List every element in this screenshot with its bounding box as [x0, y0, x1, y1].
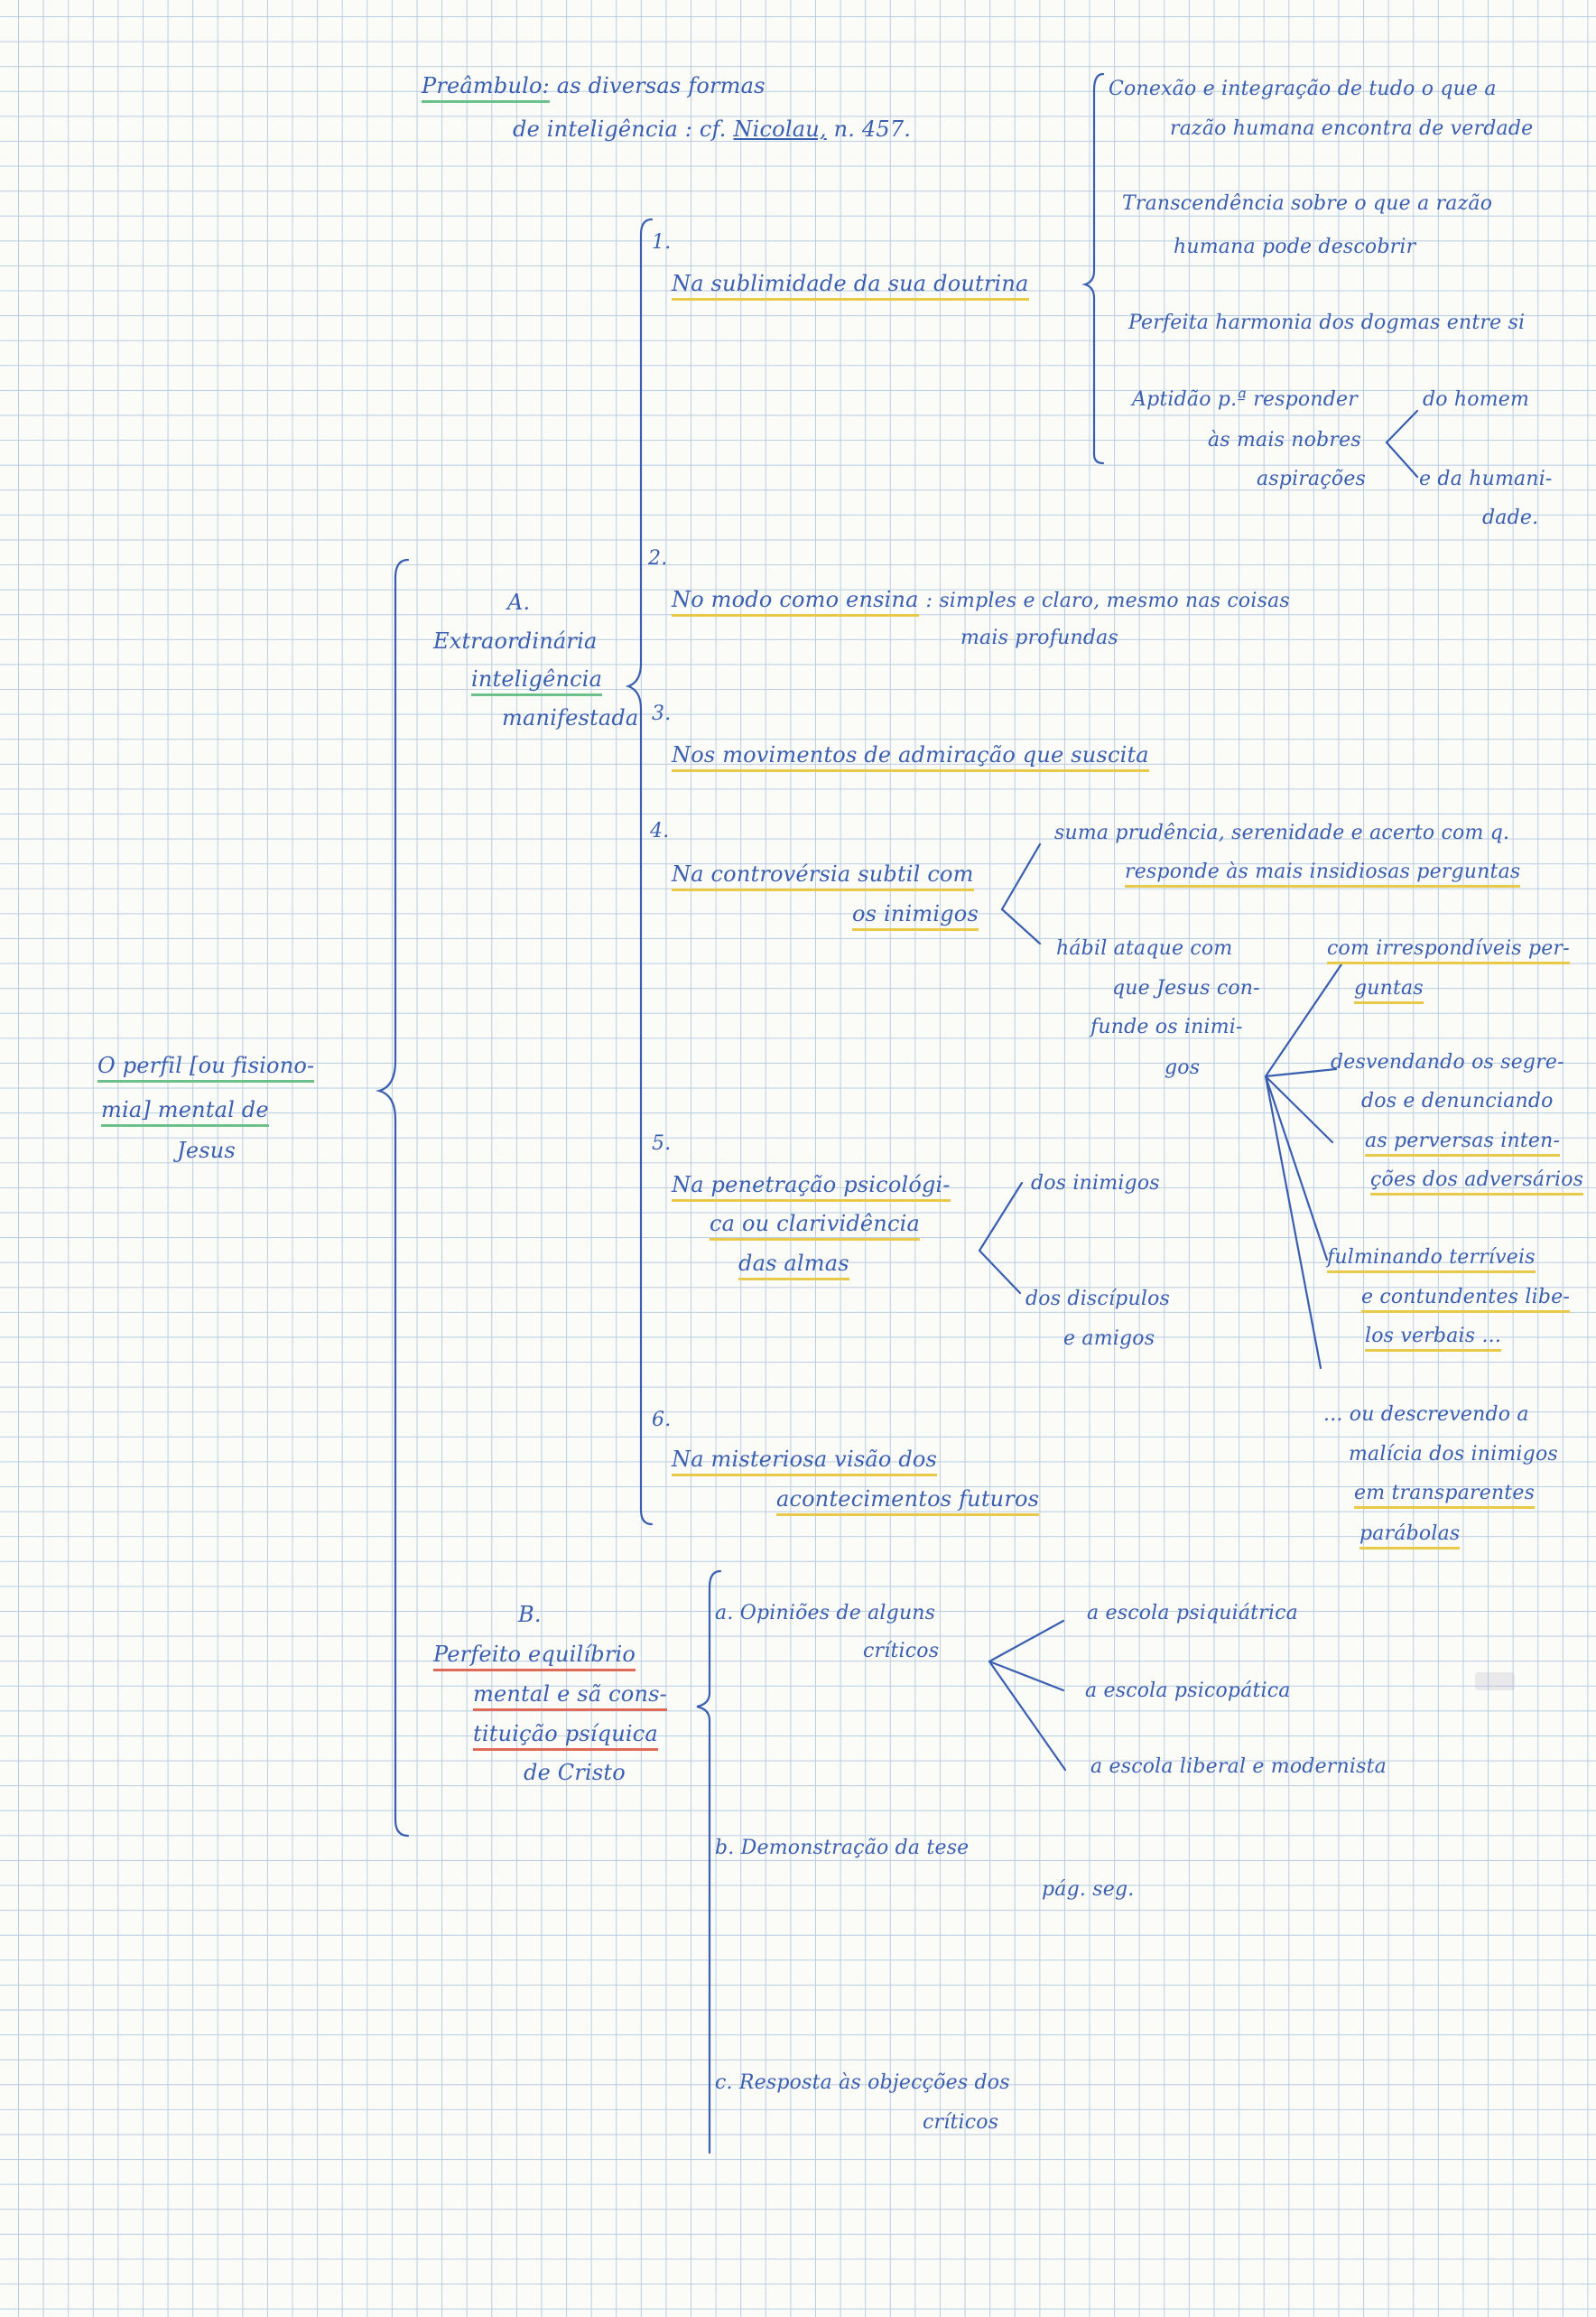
- root-line3: Jesus: [177, 1138, 236, 1163]
- school-2: a escola psicopática: [1085, 1680, 1291, 1702]
- item-1-num: 1.: [652, 231, 672, 254]
- attack-line2: que Jesus con-: [1112, 977, 1260, 1000]
- preamble-text2b: n. 457.: [833, 116, 912, 142]
- attack-line4: gos: [1165, 1056, 1201, 1079]
- section-b-line1: Perfeito equilíbrio: [433, 1642, 636, 1671]
- doctrine-point-1-line1: Conexão e integração de tudo o que a: [1109, 78, 1497, 100]
- method-2-line1: desvendando os segre-: [1331, 1051, 1564, 1074]
- section-a-letter: A.: [507, 590, 531, 615]
- aspirations-split: [1385, 409, 1419, 479]
- prudence-line2: responde às mais insidiosas perguntas: [1125, 861, 1521, 888]
- item-1-text: Na sublimidade da sua doutrina: [672, 271, 1029, 301]
- doctrine-brace: [1081, 72, 1105, 465]
- controversy-split: [1000, 842, 1042, 945]
- section-b-line3: tituição psíquica: [473, 1721, 658, 1751]
- item-3-num: 3.: [652, 703, 672, 725]
- method-4-line1: ... ou descrevendo a: [1323, 1403, 1529, 1426]
- doctrine-point-1-line2: razão humana encontra de verdade: [1170, 117, 1534, 140]
- item-5-line1: Na penetração psicológi-: [672, 1172, 951, 1202]
- attack-line1: hábil ataque com: [1056, 937, 1233, 960]
- attack-line3: funde os inimi-: [1090, 1016, 1243, 1038]
- root-line2: mia] mental de: [101, 1097, 269, 1127]
- item-2-text: No modo como ensina : simples e claro, m…: [672, 587, 1290, 617]
- penetration-split: [978, 1181, 1024, 1295]
- preamble-text2a: de inteligência : cf.: [513, 116, 727, 142]
- b-item-a-line2: críticos: [863, 1640, 940, 1662]
- penetration-branch2b: e amigos: [1063, 1327, 1155, 1350]
- doctrine-point-3: Perfeita harmonia dos dogmas entre si: [1128, 312, 1526, 334]
- item-6-line1: Na misteriosa visão dos: [672, 1447, 938, 1476]
- attack-rays: [1264, 963, 1343, 1370]
- item-6-line2: acontecimentos futuros: [776, 1486, 1040, 1516]
- preamble: Preâmbulo: as diversas formas: [422, 73, 766, 103]
- doctrine-point-2-line1: Transcendência sobre o que a razão: [1122, 192, 1493, 215]
- section-b-line2: mental e sã cons-: [473, 1681, 667, 1711]
- method-4-line2: malícia dos inimigos: [1349, 1443, 1558, 1466]
- item-2-num: 2.: [648, 547, 668, 570]
- section-a-brace: [625, 218, 654, 1526]
- aptidao-branch2a: e da humani-: [1419, 468, 1553, 490]
- b-item-b-ref: pág. seg.: [1042, 1878, 1135, 1901]
- section-b-letter: B.: [518, 1602, 542, 1627]
- schools-rays: [988, 1619, 1067, 1772]
- root-brace: [375, 558, 410, 1838]
- b-item-c-line2: críticos: [923, 2111, 999, 2134]
- section-a-line2: inteligência: [471, 666, 603, 696]
- aptidao-line3: aspirações: [1257, 468, 1367, 490]
- method-4-line4: parábolas: [1359, 1522, 1461, 1549]
- method-3-line2: e contundentes libe-: [1361, 1286, 1570, 1313]
- aptidao-branch1: do homem: [1423, 388, 1530, 411]
- section-b-brace: [696, 1569, 722, 2154]
- preamble-source: Nicolau,: [733, 116, 827, 142]
- item-5-num: 5.: [652, 1132, 672, 1155]
- item-4-num: 4.: [650, 820, 670, 842]
- item-4-line1: Na controvérsia subtil com: [672, 861, 974, 891]
- faint-stamp-mark: [1475, 1672, 1515, 1690]
- aptidao-branch2b: dade.: [1482, 507, 1539, 529]
- method-3-line3: los verbais ...: [1365, 1325, 1502, 1352]
- prudence-line1: suma prudência, serenidade e acerto com …: [1054, 822, 1510, 844]
- item-6-num: 6.: [652, 1409, 672, 1431]
- school-3: a escola liberal e modernista: [1090, 1755, 1387, 1778]
- section-a-line3: manifestada: [502, 705, 639, 730]
- item-2-detail2: mais profundas: [960, 627, 1118, 649]
- doctrine-point-2-line2: humana pode descobrir: [1174, 236, 1416, 258]
- penetration-branch1: dos inimigos: [1031, 1172, 1160, 1195]
- preamble-line2: de inteligência : cf. Nicolau, n. 457.: [513, 118, 911, 140]
- item-4-line2: os inimigos: [852, 901, 979, 931]
- b-item-b: b. Demonstração da tese: [715, 1837, 970, 1859]
- item-5-line2: ca ou clarividência: [710, 1211, 920, 1241]
- school-1: a escola psiquiátrica: [1087, 1602, 1298, 1624]
- method-3-line1: fulminando terríveis: [1327, 1246, 1536, 1273]
- item-5-line3: das almas: [738, 1251, 849, 1280]
- root-line1: O perfil [ou fisiono-: [97, 1053, 315, 1083]
- aptidao-line2: às mais nobres: [1208, 429, 1361, 451]
- preamble-label: Preâmbulo:: [422, 73, 550, 103]
- method-1-line2: guntas: [1354, 977, 1424, 1004]
- item-3-text: Nos movimentos de admiração que suscita: [672, 742, 1149, 772]
- method-2-line2: dos e denunciando: [1361, 1090, 1554, 1112]
- b-item-a-line1: a. Opiniões de alguns: [715, 1602, 936, 1624]
- section-a-line1: Extraordinária: [433, 628, 598, 654]
- method-1-line1: com irrespondíveis per-: [1327, 937, 1570, 964]
- section-b-line4: de Cristo: [524, 1760, 626, 1785]
- method-4-line3: em transparentes: [1354, 1482, 1536, 1509]
- method-2-line4: ções dos adversários: [1370, 1168, 1584, 1196]
- penetration-branch2a: dos discípulos: [1025, 1288, 1171, 1310]
- aptidao-line1: Aptidão p.ª responder: [1132, 388, 1358, 411]
- b-item-c-line1: c. Resposta às objecções dos: [715, 2071, 1010, 2094]
- method-2-line3: as perversas inten-: [1365, 1130, 1561, 1157]
- preamble-text1: as diversas formas: [556, 73, 766, 98]
